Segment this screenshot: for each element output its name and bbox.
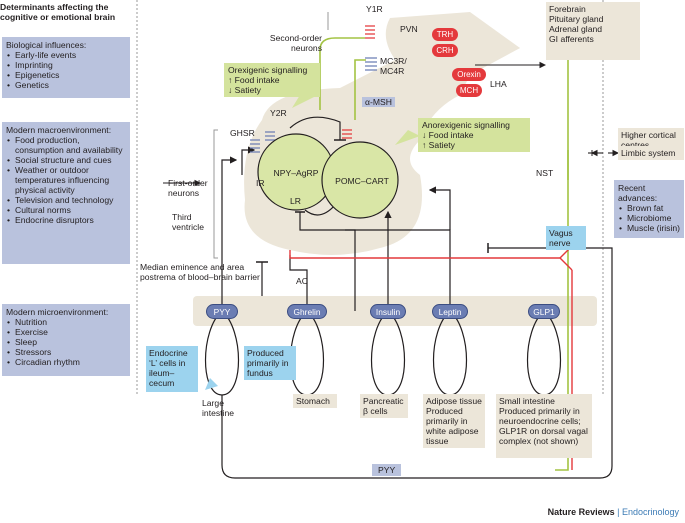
macro-item: Social structure and cues xyxy=(7,155,126,165)
adipose-box: Adipose tissue Produced primarily in whi… xyxy=(423,394,485,448)
hormone-insulin: Insulin xyxy=(370,304,406,319)
produced-fundus-box: Produced primarily in fundus xyxy=(244,346,296,380)
targets-box: Forebrain Pituitary gland Adrenal gland … xyxy=(546,2,640,60)
biological-item: Early-life events xyxy=(7,50,126,60)
footer: Nature Reviews | Endocrinology xyxy=(548,507,679,517)
footer-separator: | xyxy=(614,507,622,517)
orexigenic-line: ↓ Satiety xyxy=(228,85,261,95)
third-ventricle-label: Third ventricle xyxy=(172,212,204,232)
micro-item: Nutrition xyxy=(7,317,126,327)
ghsr-label: GHSR xyxy=(230,128,255,138)
macro-box: Modern macroenvironment: Food production… xyxy=(2,122,130,264)
target-item: Pituitary gland xyxy=(549,14,604,24)
micro-item: Stressors xyxy=(7,347,126,357)
target-item: Adrenal gland xyxy=(549,24,603,34)
biological-box: Biological influences: Early-life events… xyxy=(2,37,130,98)
orexigenic-line: ↑ Food intake xyxy=(228,75,280,85)
macro-item: Endocrine disruptors xyxy=(7,215,126,225)
pyy-bottom-label: PYY xyxy=(372,464,402,476)
anorexigenic-line: ↑ Satiety xyxy=(422,140,455,150)
macro-heading: Modern macroenvironment: xyxy=(6,125,112,135)
mch-oval: MCH xyxy=(456,84,482,97)
first-order-bracket xyxy=(213,129,218,259)
orexigenic-box: Orexigenic signalling ↑ Food intake ↓ Sa… xyxy=(224,63,320,97)
advances-item: Muscle (irisin) xyxy=(619,223,680,233)
left-title: Determinants affecting the cognitive or … xyxy=(0,2,116,22)
micro-item: Exercise xyxy=(7,327,126,337)
micro-box: Modern microenvironment: Nutrition Exerc… xyxy=(2,304,130,376)
biological-item: Genetics xyxy=(7,80,126,90)
endocrine-l-box: Endocrine ‘L’ cells in ileum–cecum xyxy=(146,346,198,392)
micro-item: Sleep xyxy=(7,337,126,347)
macro-item: Cultural norms xyxy=(7,205,126,215)
anorexigenic-title: Anorexigenic signalling xyxy=(422,120,510,130)
second-order-label: Second-order neurons xyxy=(269,33,322,53)
hormone-pyy: PYY xyxy=(206,304,238,319)
hormone-ghrelin: Ghrelin xyxy=(287,304,327,319)
target-item: Forebrain xyxy=(549,4,586,14)
small-intestine-box: Small intestine Produced primarily in ne… xyxy=(496,394,592,458)
lr-label: LR xyxy=(290,196,301,206)
advances-heading: Recent advances: xyxy=(618,183,658,203)
macro-item: Television and technology xyxy=(7,195,126,205)
biological-item: Imprinting xyxy=(7,60,126,70)
pvn-label: PVN xyxy=(400,24,418,34)
footer-section: Endocrinology xyxy=(621,507,679,517)
amsh-label: α-MSH xyxy=(362,97,395,107)
nst-label: NST xyxy=(536,168,554,178)
limbic-box: Limbic system xyxy=(618,146,684,160)
y2r-label: Y2R xyxy=(270,108,287,118)
pomc-cart-neuron xyxy=(321,141,399,219)
ac-label: AC xyxy=(296,276,308,286)
lha-label: LHA xyxy=(490,79,507,89)
anorexigenic-line: ↓ Food intake xyxy=(422,130,474,140)
biological-item: Epigenetics xyxy=(7,70,126,80)
hormone-glp1: GLP1 xyxy=(528,304,560,319)
target-item: GI afferents xyxy=(549,34,594,44)
orexigenic-title: Orexigenic signalling xyxy=(228,65,308,75)
advances-item: Brown fat xyxy=(619,203,680,213)
pvn-region xyxy=(385,12,520,72)
macro-item: Weather or outdoor temperatures influenc… xyxy=(7,165,126,195)
trh-oval: TRH xyxy=(432,28,458,41)
advances-box: Recent advances: Brown fat Microbiome Mu… xyxy=(614,180,684,238)
stomach-box: Stomach xyxy=(293,394,337,408)
advances-item: Microbiome xyxy=(619,213,680,223)
large-intestine-label: Large intestine xyxy=(202,398,235,418)
pancreatic-box: Pancreatic β cells xyxy=(360,394,408,418)
hormone-leptin: Leptin xyxy=(432,304,468,319)
biological-heading: Biological influences: xyxy=(6,40,87,50)
anorexigenic-box: Anorexigenic signalling ↓ Food intake ↑ … xyxy=(418,118,530,152)
micro-item: Circadian rhythm xyxy=(7,357,126,367)
macro-item: Food production, consumption and availab… xyxy=(7,135,126,155)
y1r-label: Y1R xyxy=(366,4,383,14)
mc3r-label: MC3R/ MC4R xyxy=(380,56,407,76)
crh-oval: CRH xyxy=(432,44,458,57)
ir-label: IR xyxy=(256,178,265,188)
vagus-label: Vagus nerve xyxy=(546,226,586,250)
pomc-cart-label: POMC–CART xyxy=(335,176,389,186)
first-order-label: First-order neurons xyxy=(168,178,208,198)
npy-agrp-label: NPY–AgRP xyxy=(273,168,319,178)
footer-journal: Nature Reviews xyxy=(547,507,615,517)
micro-heading: Modern microenvironment: xyxy=(6,307,109,317)
median-eminence-label: Median eminence and area postrema of blo… xyxy=(140,262,260,282)
orexin-oval: Orexin xyxy=(452,68,486,81)
